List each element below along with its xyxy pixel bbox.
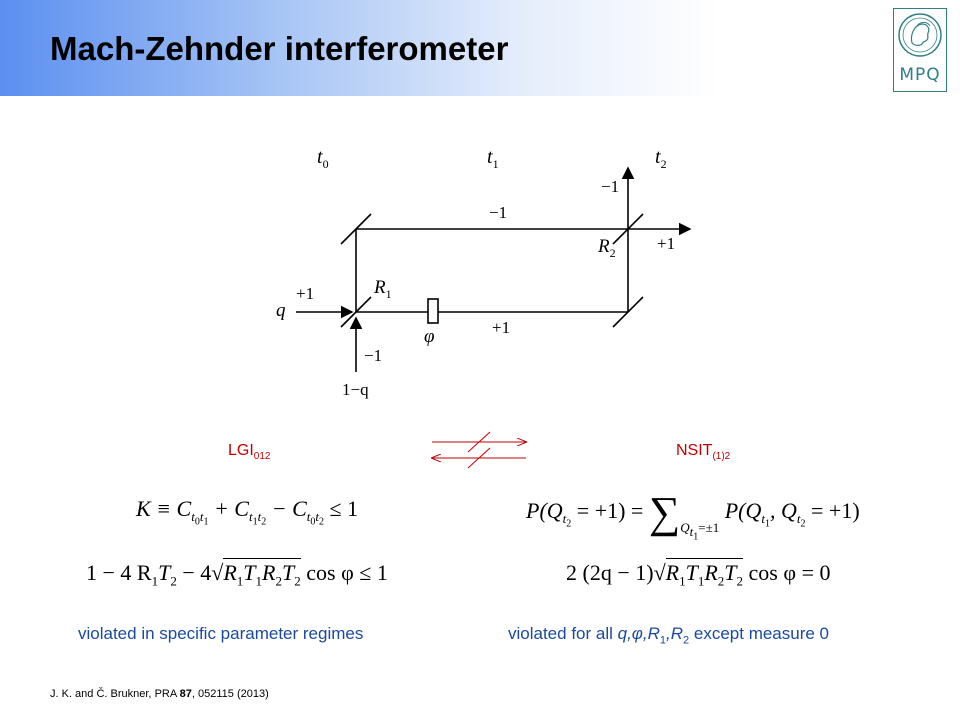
label-input-q: q xyxy=(276,300,286,321)
label-t0: t0 xyxy=(317,146,329,171)
note-left: violated in specific parameter regimes xyxy=(78,624,364,643)
label-input-plus: +1 xyxy=(296,284,315,303)
phase-shifter xyxy=(427,298,439,324)
arrow-left-slash xyxy=(467,447,491,469)
beam-splitter-r2 xyxy=(612,213,644,245)
nsit-label: NSIT(1)2 xyxy=(676,442,731,463)
citation: J. K. and Č. Brukner, PRA 87, 052115 (20… xyxy=(50,688,269,700)
title-bar xyxy=(0,0,960,96)
label-bottom-path: +1 xyxy=(492,318,511,337)
label-t1: t1 xyxy=(487,146,499,171)
label-top-exit: −1 xyxy=(601,177,620,196)
label-bottom-minus: −1 xyxy=(364,346,383,365)
label-right-exit: +1 xyxy=(657,234,676,253)
slide-title: Mach-Zehnder interferometer xyxy=(50,30,509,67)
equation-lgi-explicit: 1 − 4 R1T2 − 4√R1T1R2T2 cos φ ≤ 1 xyxy=(86,558,388,589)
note-right: violated for all q,φ,R1,R2 except measur… xyxy=(508,624,830,647)
label-r1: R1 xyxy=(374,277,392,301)
beam-splitter-r1 xyxy=(340,296,372,328)
equation-nsit-explicit: 2 (2q − 1)√R1T1R2T2 cos φ = 0 xyxy=(566,558,831,589)
lgi-label: LGI012 xyxy=(228,442,271,463)
equation-nsit: P(Qt2 = +1) = ∑Qt1=±1 P(Qt1, Qt2 = +1) xyxy=(526,487,860,543)
label-bottom-prob: 1−q xyxy=(342,380,369,399)
label-t2: t2 xyxy=(655,146,667,171)
equation-lgi: K ≡ Ct0t1 + Ct1t2 − Ct0t2 ≤ 1 xyxy=(136,496,359,528)
arrow-right-slash xyxy=(467,431,491,453)
mirror-bottom-right xyxy=(612,296,644,328)
minerva-emblem-icon xyxy=(898,13,942,57)
label-phase: φ xyxy=(424,326,435,347)
label-r2: R2 xyxy=(598,236,616,260)
mirror-top-left xyxy=(340,213,372,245)
label-top-path: −1 xyxy=(489,203,508,222)
mpq-logo: MPQ xyxy=(893,8,947,92)
logo-text: MPQ xyxy=(899,65,941,85)
